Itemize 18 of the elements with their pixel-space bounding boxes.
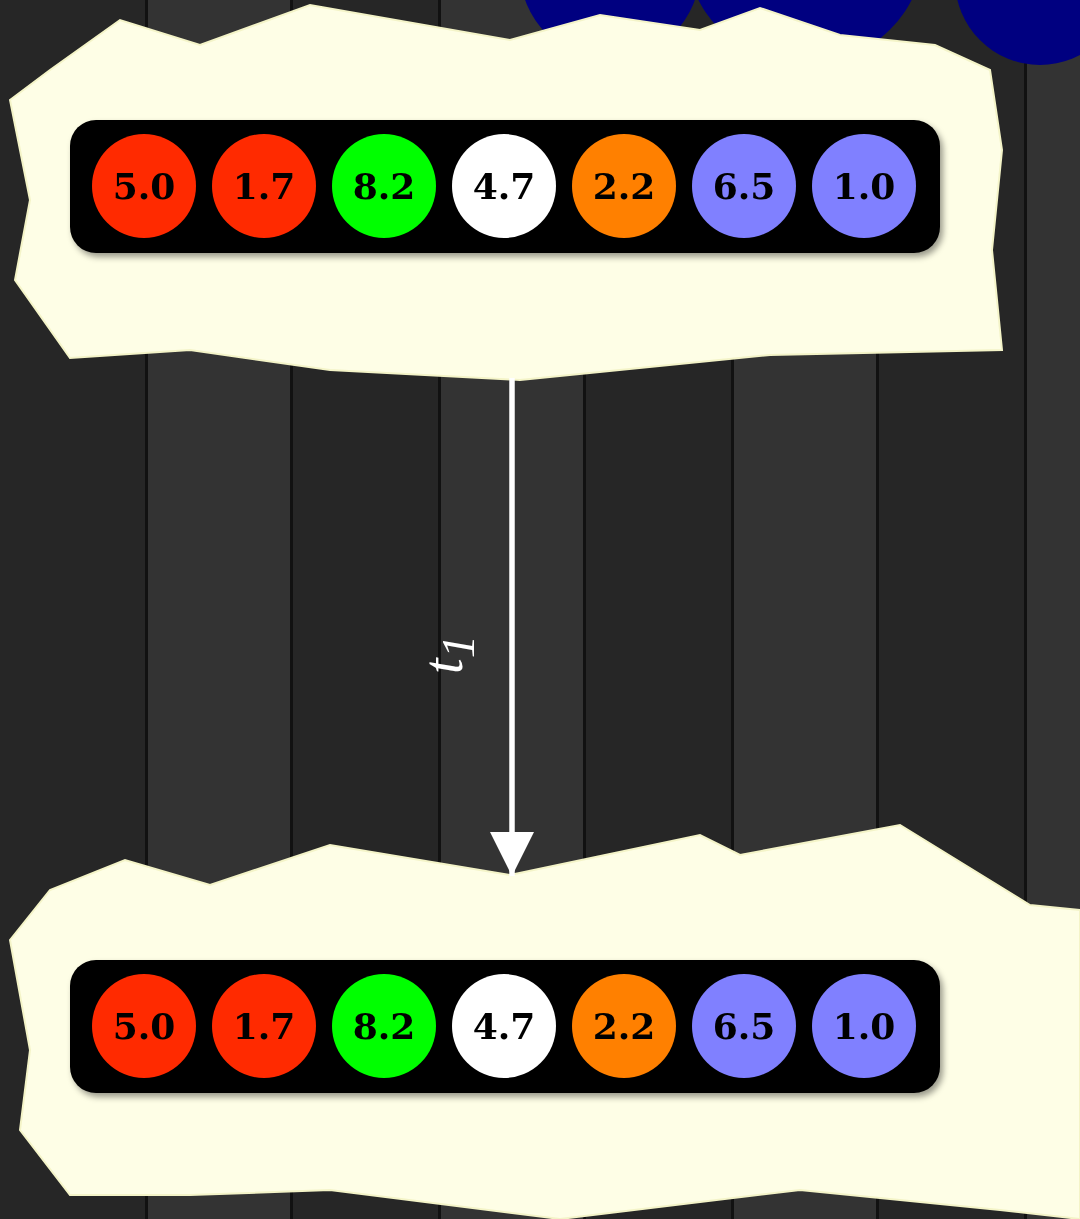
torn-paper-card xyxy=(8,823,1080,1219)
value-circle: 4.7 xyxy=(452,974,556,1078)
value-circle: 5.0 xyxy=(92,974,196,1078)
token-bar xyxy=(70,960,940,1093)
value-circle: 1.0 xyxy=(812,134,916,238)
token-bar xyxy=(70,120,940,253)
value-circle: 1.7 xyxy=(212,134,316,238)
value-circle: 4.7 xyxy=(452,134,556,238)
value-circle: 1.0 xyxy=(812,974,916,1078)
value-circle: 8.2 xyxy=(332,974,436,1078)
value-circle: 2.2 xyxy=(572,974,676,1078)
value-circle: 1.7 xyxy=(212,974,316,1078)
value-circle: 5.0 xyxy=(92,134,196,238)
value-circle: 6.5 xyxy=(692,974,796,1078)
value-circle: 2.2 xyxy=(572,134,676,238)
arrow xyxy=(490,378,534,876)
value-circle: 8.2 xyxy=(332,134,436,238)
value-circle: 6.5 xyxy=(692,134,796,238)
